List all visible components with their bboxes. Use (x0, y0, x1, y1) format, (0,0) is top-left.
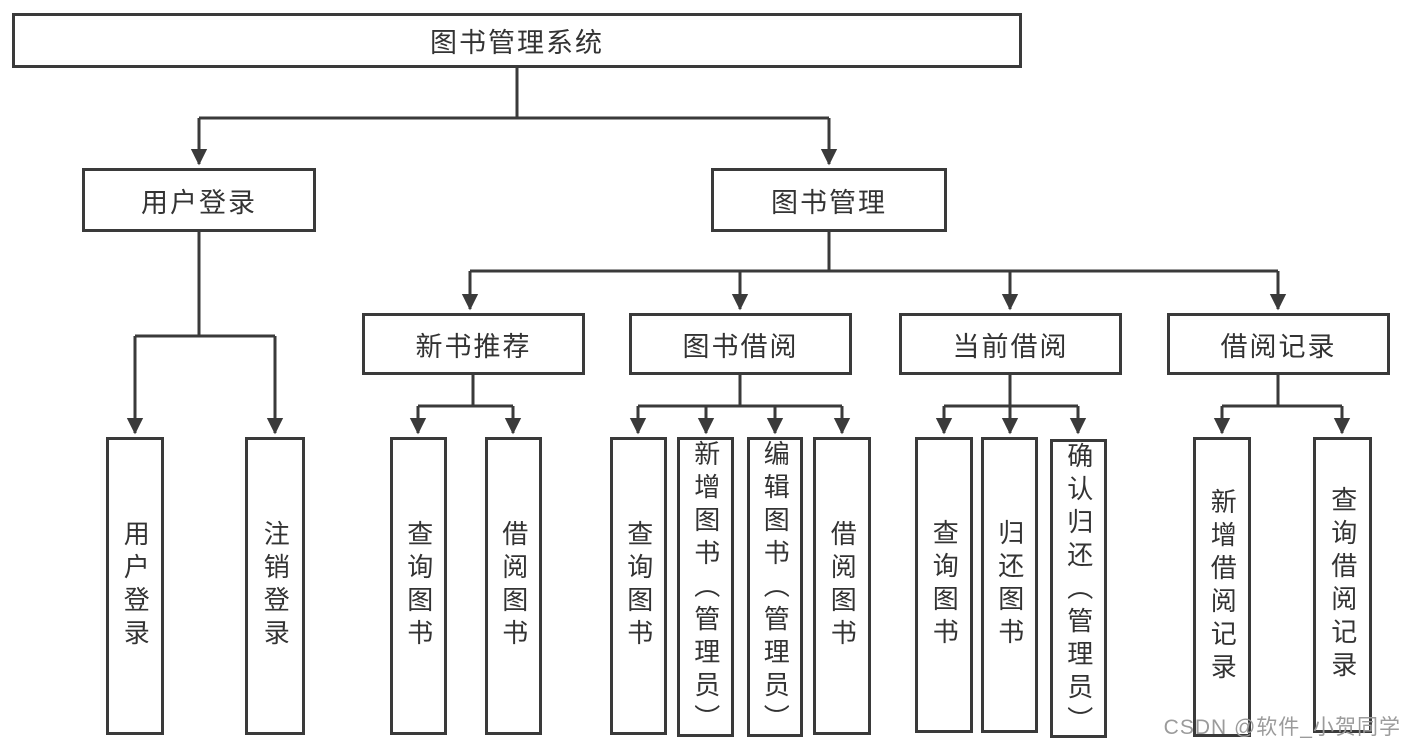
leaf-query-books-2: 查询图书 (610, 437, 667, 735)
leaf-query-books-1: 查询图书 (390, 437, 447, 735)
node-label: 查询图书 (929, 519, 960, 651)
node-borrow-record: 借阅记录 (1167, 313, 1390, 375)
node-label: 当前借阅 (952, 331, 1069, 362)
node-label: 新增图书（管理员） (690, 440, 721, 737)
node-label: 查询借阅记录 (1327, 486, 1358, 684)
connector-user-login-children (126, 232, 284, 435)
csdn-watermark: CSDN @软件_小贺同学 (1163, 716, 1401, 739)
leaf-borrow-books-2: 借阅图书 (813, 437, 871, 735)
leaf-confirm-return-admin: 确认归还（管理员） (1050, 439, 1107, 739)
node-label: 归还图书 (994, 519, 1025, 651)
node-label: 借阅记录 (1220, 331, 1337, 362)
leaf-user-login: 用户登录 (106, 437, 164, 735)
node-label: 新书推荐 (415, 331, 532, 362)
node-label: 用户登录 (120, 520, 151, 652)
leaf-edit-books-admin: 编辑图书（管理员） (747, 437, 803, 737)
node-library-management-system: 图书管理系统 (12, 13, 1022, 68)
node-book-borrow: 图书借阅 (629, 313, 852, 375)
node-label: 借阅图书 (498, 520, 529, 652)
node-label: 图书借阅 (682, 331, 799, 362)
node-new-book-recommend: 新书推荐 (362, 313, 585, 375)
connector-borrow-record-children (1213, 375, 1351, 435)
node-label: 新增借阅记录 (1207, 488, 1238, 686)
connector-new-book-children (409, 375, 522, 435)
node-label: 注销登录 (260, 520, 291, 652)
node-user-login: 用户登录 (82, 168, 316, 232)
node-label: 确认归还（管理员） (1063, 442, 1094, 739)
node-label: 查询图书 (623, 520, 654, 652)
node-book-management: 图书管理 (711, 168, 947, 232)
node-label: 图书管理 (771, 187, 887, 218)
connector-current-borrow-children (935, 375, 1087, 435)
leaf-return-books: 归还图书 (981, 437, 1038, 733)
leaf-borrow-books-1: 借阅图书 (485, 437, 542, 735)
node-label: 图书管理系统 (430, 28, 604, 58)
leaf-logout: 注销登录 (245, 437, 305, 735)
node-label: 编辑图书（管理员） (760, 440, 791, 737)
leaf-add-borrow-record: 新增借阅记录 (1193, 437, 1251, 737)
node-label: 查询图书 (403, 520, 434, 652)
leaf-query-books-3: 查询图书 (915, 437, 973, 733)
connector-book-borrow-children (629, 375, 851, 435)
node-label: 借阅图书 (827, 520, 858, 652)
connector-book-management-to-level3 (461, 232, 1287, 311)
leaf-add-books-admin: 新增图书（管理员） (677, 437, 734, 737)
leaf-query-borrow-record: 查询借阅记录 (1313, 437, 1372, 733)
node-current-borrow: 当前借阅 (899, 313, 1122, 375)
node-label: 用户登录 (141, 187, 257, 218)
connector-root-to-level2 (190, 68, 838, 166)
